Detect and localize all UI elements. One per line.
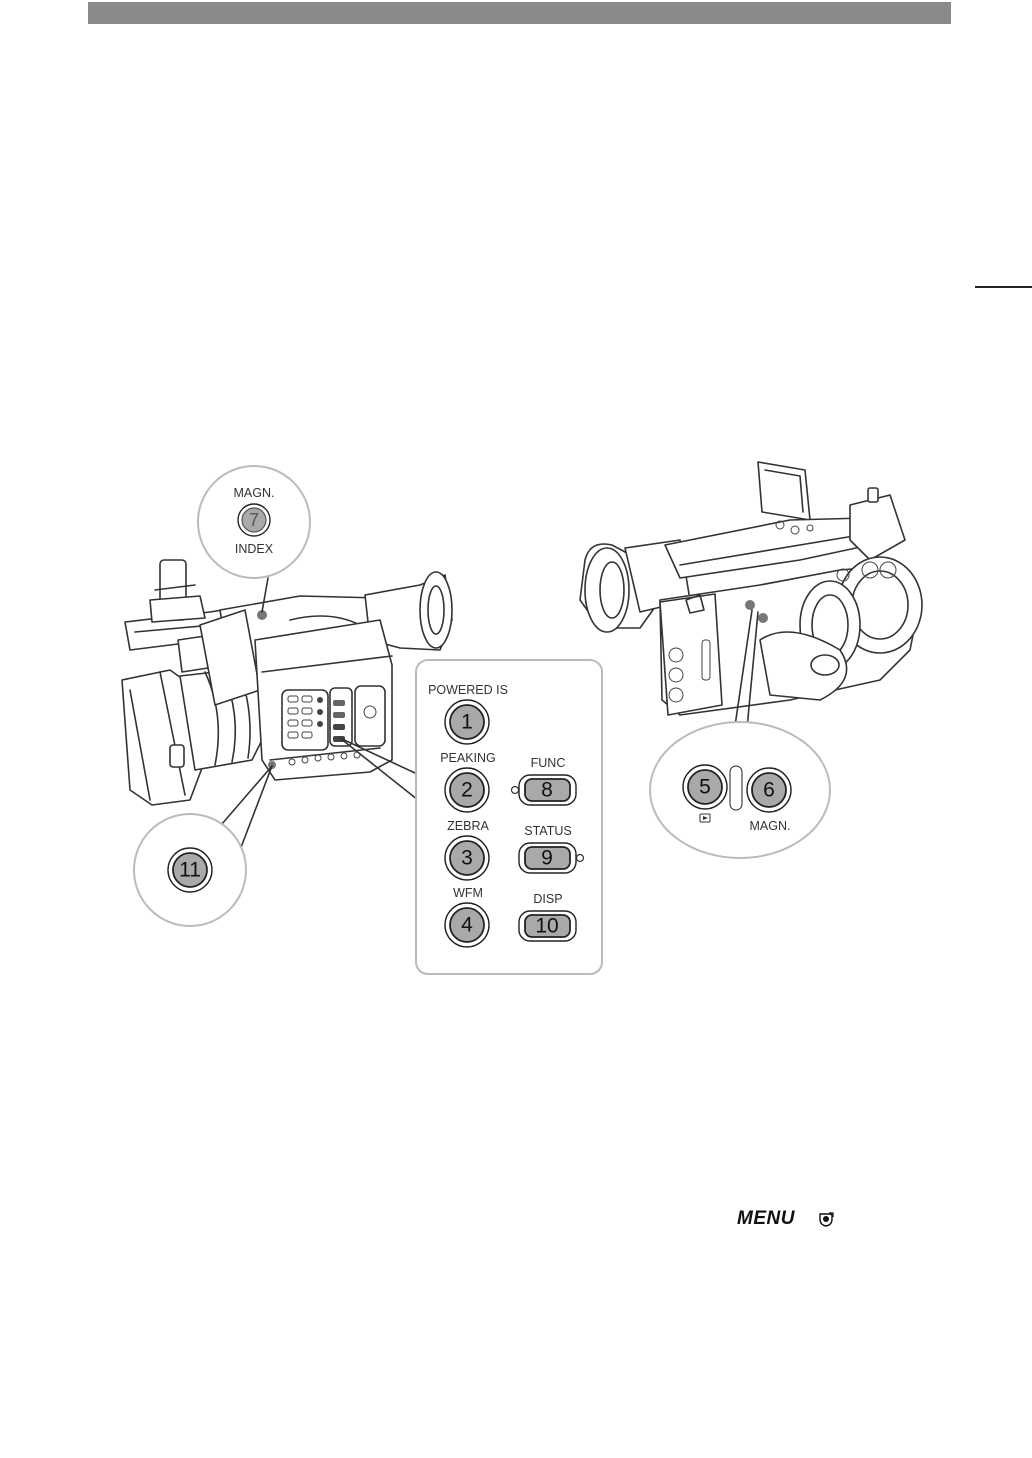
menu-label: MENU <box>737 1208 795 1230</box>
button-3-number: 3 <box>461 847 473 870</box>
connector-line <box>240 766 272 850</box>
camera-right-illustration <box>580 462 922 715</box>
button-6-number: 6 <box>763 779 775 802</box>
magn-label: MAGN. <box>234 486 275 500</box>
func-label: FUNC <box>531 756 566 770</box>
camera-left-illustration <box>122 560 452 805</box>
button-10-number: 10 <box>535 915 558 938</box>
connector-line <box>215 766 272 832</box>
button-9-number: 9 <box>541 847 553 870</box>
index-label: INDEX <box>235 542 274 556</box>
magn-label-right: MAGN. <box>750 819 791 833</box>
button-5-number: 5 <box>699 776 711 799</box>
button-1-number: 1 <box>461 711 473 734</box>
peaking-label: PEAKING <box>440 751 496 765</box>
callout-panel: POWERED IS 1 PEAKING 2 ZEBRA 3 WFM 4 FUN… <box>416 660 602 974</box>
button-4-number: 4 <box>461 914 473 937</box>
callout-top: MAGN. 7 INDEX <box>198 466 310 578</box>
menu-tab-icon <box>817 1211 835 1229</box>
disp-label: DISP <box>533 892 562 906</box>
button-2-number: 2 <box>461 779 473 802</box>
wfm-label: WFM <box>453 886 483 900</box>
callout-bottom-left: 11 <box>134 814 246 926</box>
button-8-number: 8 <box>541 779 553 802</box>
powered-is-label: POWERED IS <box>428 683 508 697</box>
callout-right: 5 6 MAGN. <box>650 722 830 858</box>
button-7-number: 7 <box>249 510 259 530</box>
status-label: STATUS <box>524 824 571 838</box>
button-11-number: 11 <box>179 859 201 882</box>
zebra-label: ZEBRA <box>447 819 489 833</box>
